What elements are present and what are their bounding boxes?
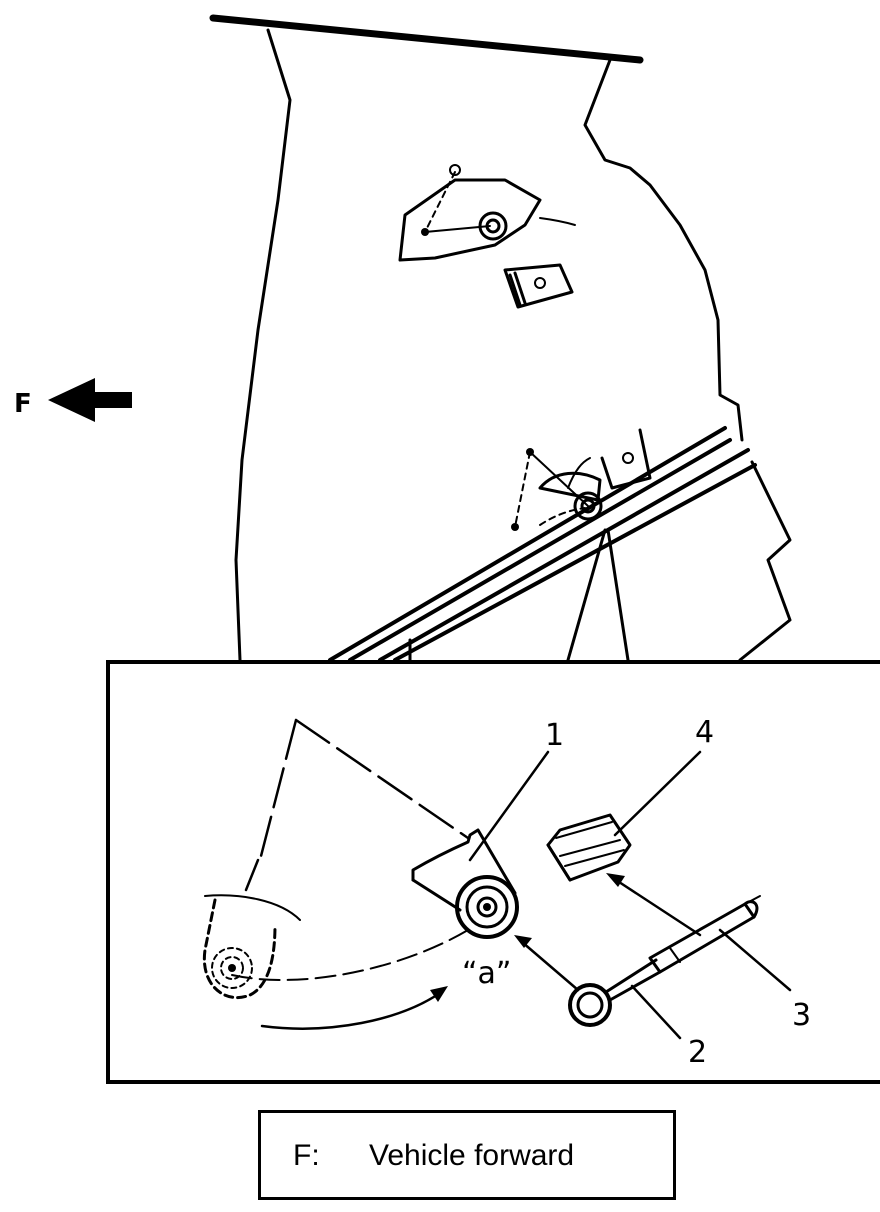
legend-key: F: [293, 1139, 320, 1172]
label-part-4: 4 [695, 715, 714, 750]
rotation-arrow [260, 991, 442, 1030]
ghost-bushing [202, 898, 277, 1000]
leader-4 [613, 750, 702, 837]
lever-arm [258, 718, 470, 862]
top-plate [209, 14, 644, 64]
leader-3 [718, 928, 792, 992]
label-point-a: “a” [462, 956, 511, 991]
pivot-bracket [411, 828, 519, 939]
label-part-1: 1 [545, 718, 564, 753]
panel-lower-right [738, 460, 792, 662]
upper-pivot-assembly [398, 164, 576, 262]
cable-sleeve [648, 895, 761, 974]
rod-end [568, 958, 662, 1027]
detail-leader-left [566, 528, 607, 662]
detail-leader-right [606, 528, 630, 662]
retaining-clip [546, 813, 632, 882]
detail-box [106, 660, 880, 1084]
install-arrow-clip [614, 878, 702, 937]
main-rod [328, 426, 757, 662]
install-arrow-rod [520, 940, 580, 992]
leader-1 [468, 750, 550, 862]
panel-left-edge [234, 28, 292, 662]
direction-letter: F [14, 389, 32, 419]
label-part-2: 2 [688, 1035, 707, 1070]
legend-description: Vehicle forward [369, 1139, 575, 1172]
swing-path [231, 929, 469, 981]
detail-view: 1 4 “a” 3 2 [202, 715, 811, 1070]
label-part-3: 3 [792, 998, 811, 1033]
leader-2 [630, 984, 682, 1040]
left-arrow-icon [48, 378, 132, 422]
lower-pivot-assembly [511, 428, 652, 531]
panel-right-edge [583, 58, 744, 442]
upper-clip [503, 263, 574, 309]
main-view: F [14, 14, 792, 662]
legend-box: F: Vehicle forward [258, 1110, 676, 1200]
